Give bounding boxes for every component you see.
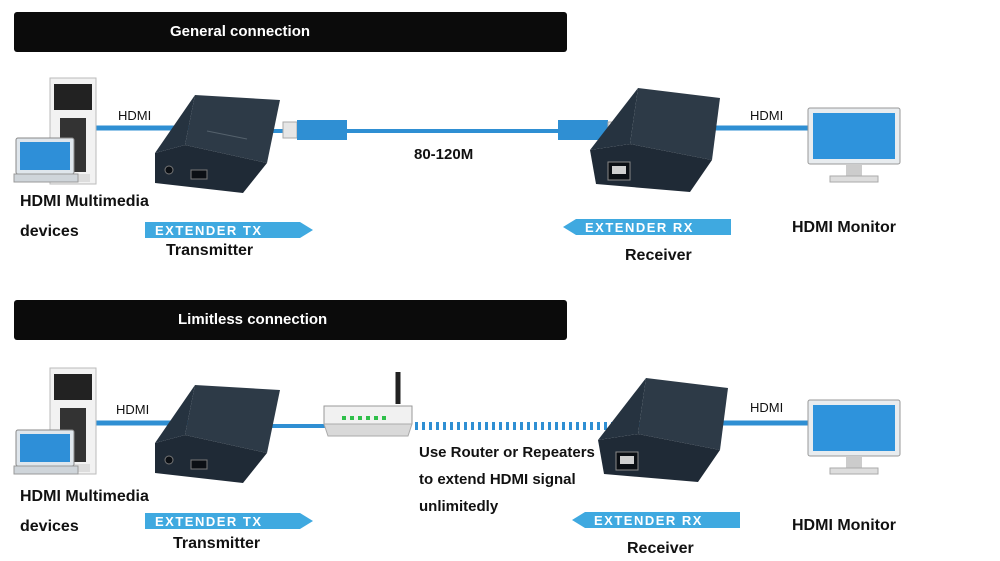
badge-tx-text: EXTENDER TX [155, 514, 263, 529]
extender-rx-icon [590, 88, 720, 192]
router-note-line3: unlimitedly [419, 498, 499, 515]
hdmi-label-right: HDMI [750, 400, 784, 415]
banner-general: General connection [14, 12, 567, 52]
receiver-label: Receiver [627, 540, 694, 557]
distance-label: 80-120M [414, 146, 474, 163]
source-label-line2: devices [20, 518, 79, 535]
hdmi-label-right: HDMI [750, 108, 784, 123]
transmitter-label: Transmitter [173, 535, 261, 552]
rj45-plug-icon [282, 120, 347, 140]
extender-tx-icon [155, 385, 280, 483]
badge-extender-rx: EXTENDER RX [563, 219, 731, 235]
banner-title: Limitless connection [178, 311, 328, 328]
badge-extender-rx: EXTENDER RX [572, 512, 740, 528]
extender-tx-icon [155, 95, 280, 193]
router-note-line2: to extend HDMI signal [419, 471, 576, 488]
banner-title: General connection [170, 23, 311, 40]
hdmi-label-left: HDMI [118, 108, 152, 123]
transmitter-label: Transmitter [166, 242, 254, 259]
monitor-label: HDMI Monitor [792, 517, 896, 534]
badge-extender-tx: EXTENDER TX [145, 513, 313, 529]
hdmi-label-left: HDMI [116, 402, 150, 417]
extender-rx-icon [598, 378, 728, 482]
badge-tx-text: EXTENDER TX [155, 223, 263, 238]
source-label: HDMI Multimedia [20, 488, 149, 505]
banner-limitless: Limitless connection [14, 300, 567, 340]
badge-rx-text: EXTENDER RX [585, 220, 694, 235]
source-label: HDMI Multimedia [20, 193, 149, 210]
laptop-icon [13, 137, 79, 183]
laptop-icon [13, 429, 79, 475]
source-label-line2: devices [20, 223, 79, 240]
receiver-label: Receiver [625, 247, 692, 264]
monitor-icon [807, 107, 901, 183]
monitor-label: HDMI Monitor [792, 219, 896, 236]
badge-extender-tx: EXTENDER TX [145, 222, 313, 238]
router-note-line1: Use Router or Repeaters [419, 444, 595, 461]
router-icon [323, 372, 413, 437]
badge-rx-text: EXTENDER RX [594, 513, 703, 528]
monitor-icon [807, 399, 901, 475]
